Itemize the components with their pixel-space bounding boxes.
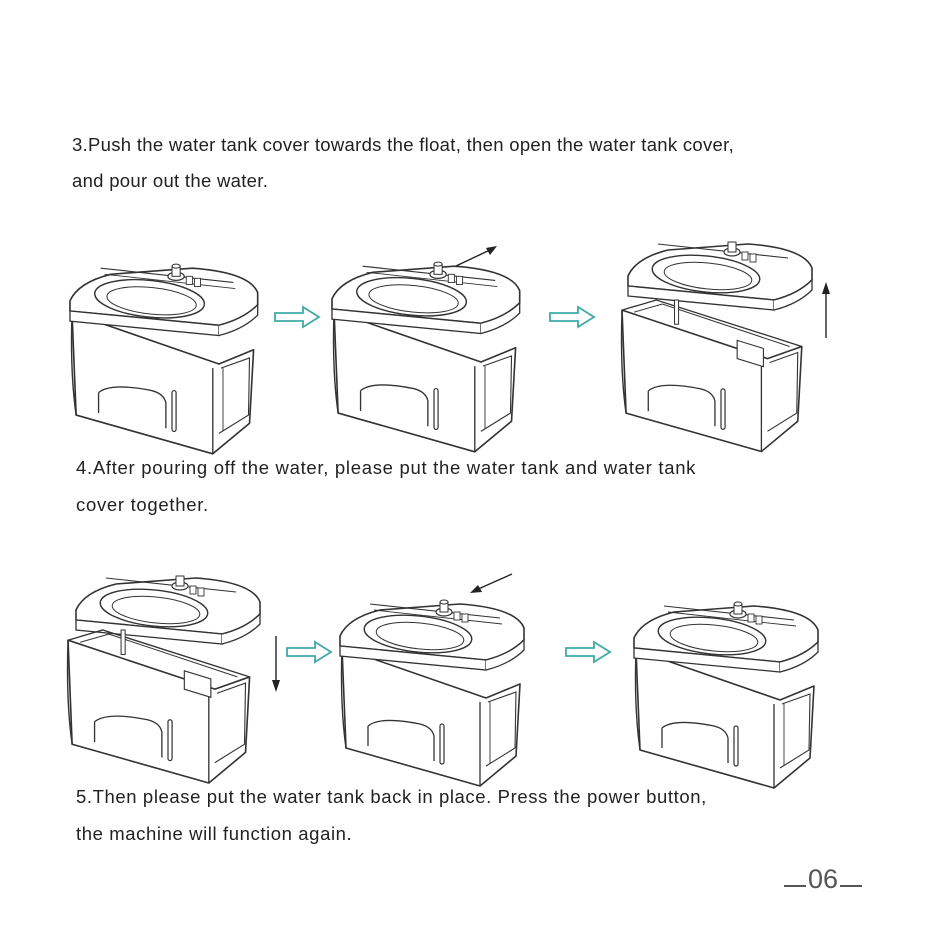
step4-figure-tank-closed [634, 602, 818, 788]
step4-arrow-right-1 [287, 642, 331, 662]
push-direction-arrow [456, 246, 497, 266]
step3-figure-tank-push [332, 262, 520, 452]
close-direction-arrow [470, 574, 512, 593]
step3-figure-tank-closed [70, 264, 258, 454]
step4-figure-cover-above [76, 576, 260, 644]
step3-figure-tank-open [622, 300, 802, 452]
step4-figure-tank-closing [340, 600, 524, 786]
step3-arrow-right-1 [275, 307, 319, 327]
step4-arrow-right-2 [566, 642, 610, 662]
lift-up-arrow [822, 282, 830, 338]
lower-down-arrow [272, 636, 280, 692]
step3-arrow-right-2 [550, 307, 594, 327]
step4-figure-tank-open [68, 630, 250, 783]
